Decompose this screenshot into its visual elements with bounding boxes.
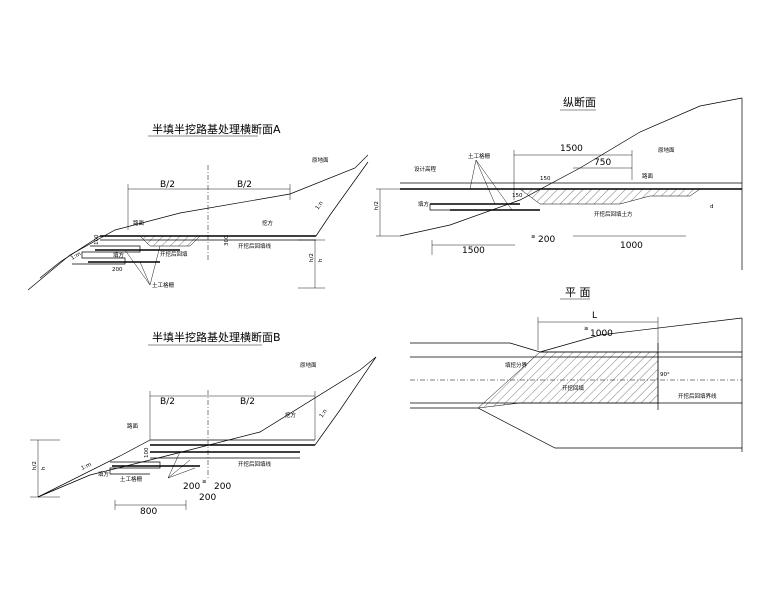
profile-dim-200: 200 <box>538 235 555 245</box>
profile-dim-150: 150 <box>540 176 551 182</box>
profile-dim-1000: 1000 <box>620 241 643 251</box>
plan-ge: ≥ <box>584 326 589 332</box>
section-b: 半填半挖路基处理横断面B B/2 B/2 h/2 h <box>30 330 377 517</box>
section-a-label-excavation: 开挖后回填 <box>160 250 188 258</box>
section-a-label-cut: 挖方 <box>262 219 274 227</box>
section-a-slope-fill: 1:m <box>70 251 82 262</box>
section-b-slope-fill: 1:m <box>80 462 92 472</box>
section-b-label-fill: 填方 <box>98 470 110 478</box>
section-a-dim-300: 300 <box>224 235 230 246</box>
profile-h2: h/2 <box>374 201 380 210</box>
section-b-label-ground: 原地面 <box>300 361 317 369</box>
section-b-fill-slope <box>37 439 151 498</box>
profile-label-ground: 原地面 <box>658 146 675 154</box>
section-a-b-left: B/2 <box>160 180 175 190</box>
section-a-h: h <box>318 258 324 262</box>
section-b-steps <box>109 461 161 475</box>
plan-label-boundary: 填挖分界 <box>505 361 528 369</box>
profile-label-fill: 填方 <box>418 200 430 208</box>
section-b-b-right: B/2 <box>240 397 255 407</box>
section-a-label-after: 开挖后回填线 <box>238 242 272 250</box>
profile-dim-150b: 150 <box>512 193 523 199</box>
plan-label-fill: 开挖回填 <box>562 384 585 392</box>
section-b-slope-cut: 1:n <box>319 408 329 419</box>
section-b-label-geogrid: 土工格栅 <box>120 475 143 483</box>
section-b-dim-100: 100 <box>144 447 150 458</box>
section-a-label-road: 路面 <box>133 219 145 227</box>
section-a-label-ground: 原地面 <box>312 156 329 164</box>
profile-ge: ≥ <box>531 234 536 240</box>
plan-dim-L: L <box>592 311 597 321</box>
plan-top-slope <box>539 317 743 353</box>
profile-label-after: 开挖后回填土方 <box>594 210 633 218</box>
profile-label-road: 路面 <box>642 172 654 180</box>
profile-dim-750: 750 <box>594 158 611 168</box>
section-a-slope-cut: 1:n <box>315 200 325 211</box>
section-a-title: 半填半挖路基处理横断面A <box>152 122 281 136</box>
plan-dim-1000: 1000 <box>590 329 613 339</box>
section-a-b-right: B/2 <box>237 180 252 190</box>
section-b-cut-slope <box>314 356 377 446</box>
section-a-dim-100: 100 <box>94 234 100 245</box>
section-a-steps <box>72 245 141 265</box>
section-a-dim-200: 200 <box>112 267 123 273</box>
section-b-dim-200c: 200 <box>199 493 216 503</box>
plan-bottom-edge <box>410 407 742 449</box>
profile-ground-line <box>399 97 743 237</box>
plan-label-after: 开挖后回填界线 <box>678 392 717 400</box>
section-b-h2: h/2 <box>32 461 38 470</box>
section-b-title: 半填半挖路基处理横断面B <box>152 330 281 344</box>
plan-top-edge <box>410 342 742 353</box>
profile-excavation <box>519 188 701 205</box>
section-b-dim-200a: 200 <box>183 482 200 492</box>
profile-dim-d: d <box>710 204 714 210</box>
section-b-dim-200b: 200 <box>214 482 231 492</box>
section-b-dim-800: 800 <box>140 507 157 517</box>
section-a: 半填半挖路基处理横断面A B/2 B/2 h/2 h <box>27 122 369 291</box>
plan: 平 面 L ≥ 1000 填挖分界 开挖回填 开挖后回填界线 90° <box>410 286 743 452</box>
section-b-label-after: 开挖后回填线 <box>238 460 272 468</box>
section-a-label-fill: 填方 <box>113 251 125 259</box>
section-a-label-geogrid: 土工格栅 <box>152 281 175 289</box>
profile-label-geogrid: 土工格栅 <box>468 152 491 160</box>
profile-dim-1500-bottom: 1500 <box>462 246 485 256</box>
section-a-h2: h/2 <box>309 253 315 262</box>
section-a-excavation <box>139 235 201 247</box>
plan-title: 平 面 <box>565 286 591 299</box>
profile-title: 纵断面 <box>563 95 596 109</box>
section-a-fill-slope <box>39 235 101 279</box>
section-a-cut-slope <box>315 161 369 237</box>
section-b-ground-line <box>37 356 377 498</box>
profile-label-design: 设计高程 <box>414 165 437 173</box>
plan-angle: 90° <box>660 372 670 378</box>
section-b-b-left: B/2 <box>160 397 175 407</box>
section-b-label-cut: 挖方 <box>285 411 297 419</box>
profile-dim-1500-top: 1500 <box>560 144 583 154</box>
section-b-label-road: 路面 <box>127 422 139 430</box>
section-a-ground-line <box>27 154 369 291</box>
section-b-h: h <box>41 466 47 470</box>
profile: 纵断面 1500 750 h/2 1500 <box>374 95 743 270</box>
section-b-ge: ≥ <box>202 479 207 485</box>
